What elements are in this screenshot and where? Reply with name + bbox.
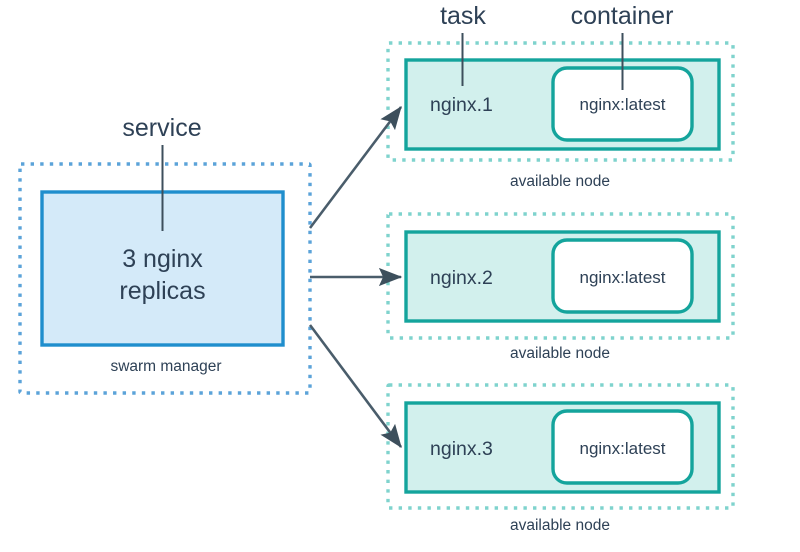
swarm-manager-boundary <box>18 162 312 395</box>
container-box-2[interactable] <box>551 238 694 314</box>
service-annotation-label: service <box>122 114 201 142</box>
task-annotation-label: task <box>440 2 486 30</box>
container-annotation-label: container <box>571 2 674 30</box>
node-2-boundary <box>386 212 735 340</box>
service-box-line1: 3 nginx <box>122 245 203 273</box>
node-3-boundary <box>386 383 735 510</box>
node-1-caption: available node <box>510 173 610 190</box>
task-label-1: nginx.1 <box>430 94 493 116</box>
service-box-line2: replicas <box>119 277 205 305</box>
container-label-3: nginx:latest <box>580 439 666 458</box>
container-box-3[interactable] <box>551 409 694 485</box>
container-label-2: nginx:latest <box>580 268 666 287</box>
available-node-2: nginx.2 nginx:latest available node <box>386 212 735 362</box>
container-annotation: container <box>571 2 674 90</box>
node-2-caption: available node <box>510 345 610 362</box>
available-node-3: nginx.3 nginx:latest available node <box>386 383 735 534</box>
arrow-to-task-3 <box>308 324 403 449</box>
available-node-1: nginx.1 nginx:latest available node <box>386 41 735 190</box>
swarm-manager-caption: swarm manager <box>110 358 221 375</box>
task-label-2: nginx.2 <box>430 267 493 289</box>
task-annotation: task <box>440 2 486 86</box>
arrow-to-task-1 <box>308 105 403 229</box>
swarm-manager-group: 3 nginx replicas swarm manager <box>18 162 312 395</box>
service-annotation: service <box>122 114 202 231</box>
task-label-3: nginx.3 <box>430 438 493 460</box>
service-to-task-arrows <box>308 105 403 449</box>
node-3-caption: available node <box>510 517 610 534</box>
container-label-1: nginx:latest <box>580 95 666 114</box>
